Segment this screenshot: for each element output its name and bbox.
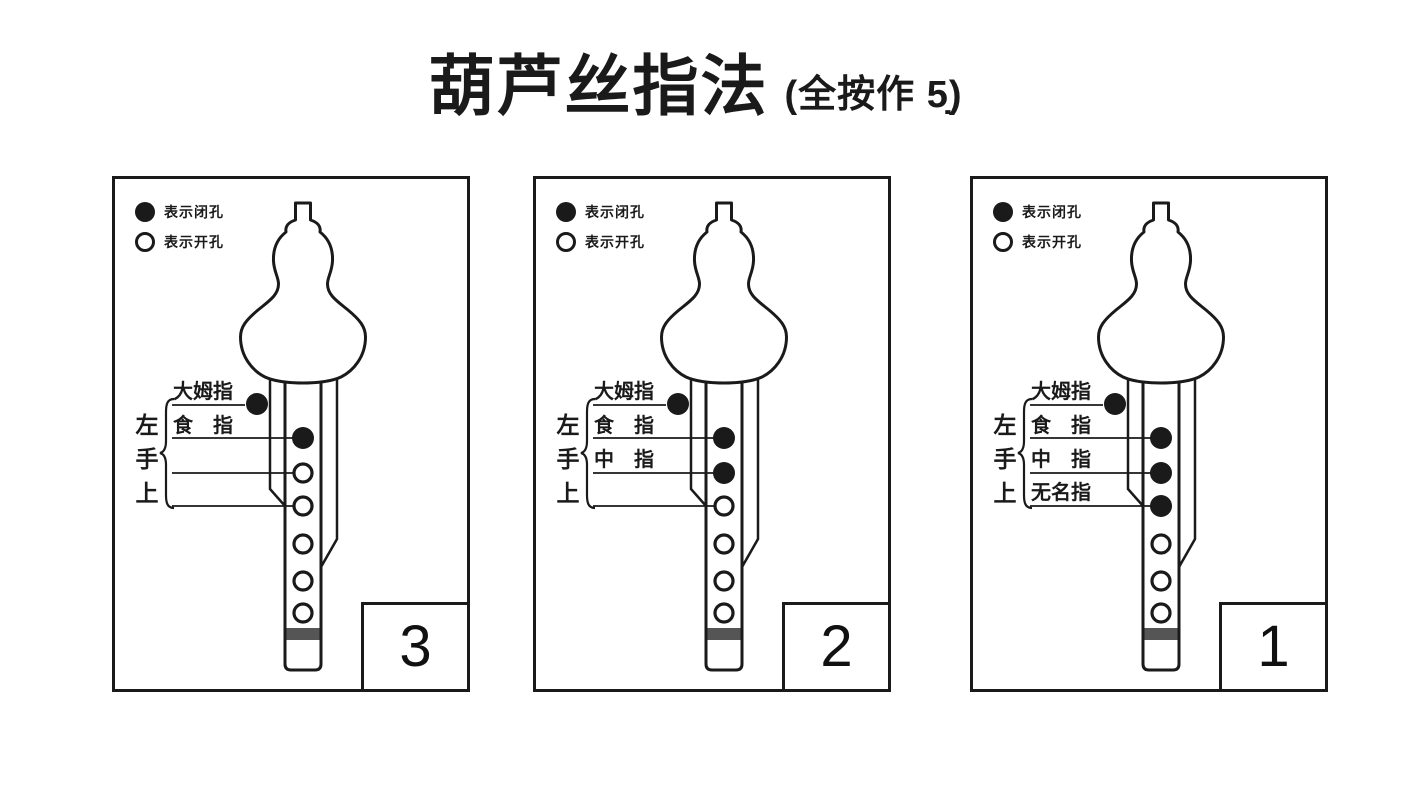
finger-label-index: 食 指 [1031,415,1091,437]
thumb-hole-closed [667,393,689,415]
main-pipe [704,365,744,672]
finger-label-middle: 中 指 [594,449,654,471]
finger-label-ring: 无名指 [1031,482,1091,504]
open-hole-icon [135,232,155,252]
legend-closed-label: 表示闭孔 [164,204,224,220]
finger-hole-2-closed [1150,462,1172,484]
finger-hole-3-open [713,495,735,517]
legend-closed-row: 表示闭孔 [556,197,645,227]
fingering-panel-note-1: 表示闭孔 表示开孔 大姆指 食 指 中 指 无名指 左手上 1 [970,176,1328,692]
finger-hole-2-open [292,462,314,484]
note-number: 2 [820,614,853,679]
main-pipe [283,365,323,672]
finger-hole-2-closed [713,462,735,484]
finger-label-thumb: 大姆指 [173,381,233,403]
finger-hole-1-closed [292,427,314,449]
legend-open-row: 表示开孔 [993,227,1082,257]
finger-hole-3-open [292,495,314,517]
hulusi-diagram [159,201,367,672]
right-drone-pipe [319,365,339,572]
gourd-outline [239,201,367,385]
title-subtitle: (全按作 5̣) [784,74,963,117]
finger-hole-1-closed [1150,427,1172,449]
finger-hole-6-open [292,602,314,624]
note-number: 3 [399,614,432,679]
finger-label-ring [594,482,724,504]
finger-holes-group [246,393,314,624]
label-lines [593,404,722,507]
legend-open-label: 表示开孔 [585,234,645,250]
hand-label: 左手上 [556,412,580,506]
finger-hole-5-open [292,570,314,592]
thumb-hole-closed [1104,393,1126,415]
legend-open-row: 表示开孔 [135,227,224,257]
finger-hole-1-closed [713,427,735,449]
finger-holes-group [667,393,735,624]
hand-label: 左手上 [993,412,1017,506]
finger-label-middle: 中 指 [1031,449,1091,471]
gourd-outline [1097,201,1225,385]
finger-label-middle [173,449,303,471]
legend: 表示闭孔 表示开孔 [993,197,1082,257]
right-drone-pipe [740,365,760,572]
legend: 表示闭孔 表示开孔 [556,197,645,257]
fingering-panel-note-2: 表示闭孔 表示开孔 大姆指 食 指 中 指 左手上 2 [533,176,891,692]
hand-brace [1017,397,1033,510]
finger-label-thumb: 大姆指 [1031,381,1091,403]
open-hole-icon [556,232,576,252]
legend-closed-label: 表示闭孔 [1022,204,1082,220]
page-title: 葫芦丝指法 (全按作 5̣) [0,49,1407,123]
finger-hole-4-open [713,533,735,555]
closed-hole-icon [993,202,1013,222]
thumb-hole-closed [246,393,268,415]
main-pipe [1141,365,1181,672]
finger-label-index: 食 指 [173,415,233,437]
note-number: 1 [1257,614,1290,679]
finger-hole-6-open [1150,602,1172,624]
right-drone-pipe [1177,365,1197,572]
label-lines [1030,404,1159,507]
hulusi-diagram [1017,201,1225,672]
finger-hole-6-open [713,602,735,624]
closed-hole-icon [556,202,576,222]
pipe-band [1144,628,1178,640]
legend-closed-row: 表示闭孔 [993,197,1082,227]
finger-label-ring [173,482,303,504]
title-main: 葫芦丝指法 [428,49,769,123]
note-number-box: 3 [361,602,470,692]
fingering-panel-note-3: 表示闭孔 表示开孔 大姆指 食 指 左手上 3 [112,176,470,692]
pipe-band [286,628,320,640]
legend-closed-row: 表示闭孔 [135,197,224,227]
legend-open-label: 表示开孔 [1022,234,1082,250]
finger-holes-group [1104,393,1172,624]
label-lines [172,404,301,507]
closed-hole-icon [135,202,155,222]
hulusi-diagram [580,201,788,672]
gourd-outline [660,201,788,385]
note-number-box: 2 [782,602,891,692]
legend-closed-label: 表示闭孔 [585,204,645,220]
hand-brace [580,397,596,510]
open-hole-icon [993,232,1013,252]
finger-label-thumb: 大姆指 [594,381,654,403]
finger-hole-5-open [713,570,735,592]
finger-hole-4-open [1150,533,1172,555]
finger-hole-4-open [292,533,314,555]
hand-label: 左手上 [135,412,159,506]
hand-brace [159,397,175,510]
legend-open-row: 表示开孔 [556,227,645,257]
note-number-box: 1 [1219,602,1328,692]
finger-hole-5-open [1150,570,1172,592]
finger-hole-3-closed [1150,495,1172,517]
pipe-band [707,628,741,640]
finger-label-index: 食 指 [594,415,654,437]
legend-open-label: 表示开孔 [164,234,224,250]
legend: 表示闭孔 表示开孔 [135,197,224,257]
